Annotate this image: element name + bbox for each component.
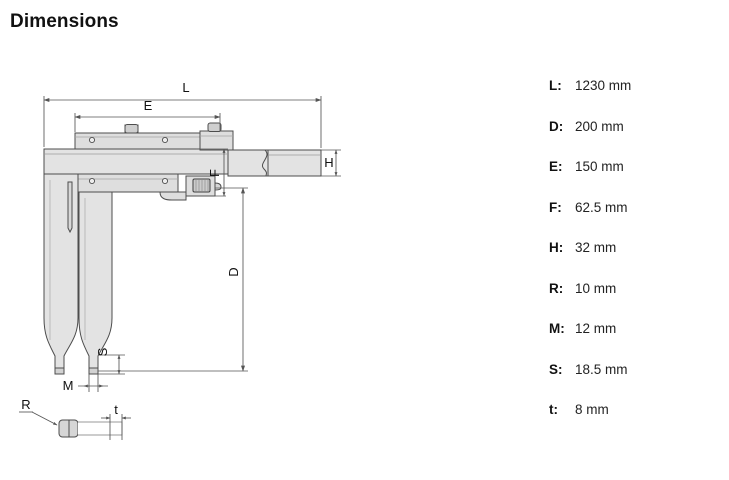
lower-slider-rail [74,173,222,201]
dimension-symbol-S: S: [549,361,563,377]
dimension-label-E: E [144,98,153,113]
dimension-row-L: L: 1230 mm [549,78,729,119]
caliper-body [43,122,322,375]
tip-detail-view: R t [19,397,131,440]
dimension-symbol-t: t: [549,402,558,417]
caliper-drawing-svg: L E F H D S M [19,80,341,440]
dimension-symbol-L: L: [549,78,562,93]
dimension-label-R: R [21,397,30,412]
dimension-value-E: 150 mm [575,159,624,174]
dimension-row-D: D: 200 mm [549,119,729,160]
dimension-symbol-E: E: [549,159,563,174]
dimension-symbol-M: M: [549,321,565,336]
dimension-row-M: M: 12 mm [549,321,729,362]
dimension-value-t: 8 mm [575,402,609,417]
dimension-annotations: L E F H D S M [19,80,341,440]
dimension-row-R: R: 10 mm [549,281,729,322]
fine-adjust-roller [192,178,211,193]
dimension-label-D: D [226,267,241,276]
dimension-label-L: L [182,80,189,95]
dimension-row-t: t: 8 mm [549,402,729,443]
dimension-label-t: t [114,402,118,417]
dimension-label-S: S [95,347,110,356]
dimension-row-H: H: 32 mm [549,240,729,281]
fixed-jaw [43,173,79,375]
dimension-row-S: S: 18.5 mm [549,362,729,403]
caliper-beam [43,148,322,177]
dimension-symbol-R: R: [549,280,564,296]
dimension-row-E: E: 150 mm [549,159,729,200]
dimension-row-F: F: 62.5 mm [549,200,729,241]
thumb-screw-left [124,124,139,134]
dimension-symbol-F: F: [549,199,562,215]
dimension-label-M: M [63,378,74,393]
page-title: Dimensions [10,11,119,32]
dimension-symbol-H: H: [549,240,564,255]
leader-line-R [31,411,58,426]
dimension-value-D: 200 mm [575,118,624,134]
upper-slider-rail [74,122,234,151]
dimension-value-R: 10 mm [575,280,617,296]
dimension-value-M: 12 mm [575,321,617,336]
dimension-symbol-D: D: [549,118,564,134]
dimension-label-F: F [207,169,222,177]
dimension-value-L: 1230 mm [575,78,632,93]
dimension-value-F: 62.5 mm [575,199,628,215]
dimension-label-H: H [324,155,333,170]
movable-jaw [78,191,113,375]
dimension-value-H: 32 mm [575,240,617,255]
dimension-list: L: 1230 mm D: 200 mm E: 150 mm F: 62.5 m… [549,78,729,443]
dimension-value-S: 18.5 mm [575,361,628,377]
caliper-drawing: L E F H D S M [19,80,341,440]
thumb-screw-right [207,122,222,132]
